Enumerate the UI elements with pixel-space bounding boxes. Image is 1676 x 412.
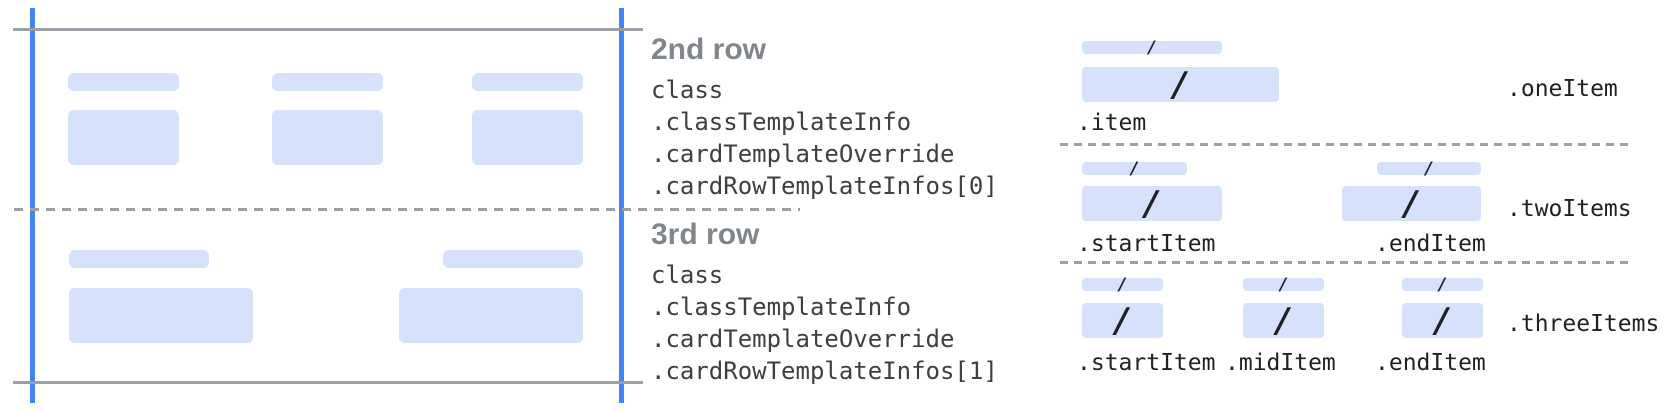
- row2-field1-label-placeholder: [68, 73, 179, 91]
- row2-field3-label-placeholder: [472, 73, 583, 91]
- code-line: .classTemplateInfo: [651, 293, 912, 321]
- three-items-layout-label: .threeItems: [1507, 311, 1660, 337]
- row-top-boundary-line: [13, 28, 643, 31]
- code-line: .cardTemplateOverride: [651, 325, 955, 353]
- layout-section-separator: [1060, 143, 1630, 146]
- one-item-label-bar: /: [1082, 39, 1222, 56]
- end-item-field-label: .endItem: [1375, 350, 1486, 376]
- code-line: .cardRowTemplateInfos[0]: [651, 172, 998, 200]
- three-items-mid-label-bar: /: [1243, 276, 1324, 293]
- card-right-guide-line: [619, 8, 624, 403]
- code-line: .cardTemplateOverride: [651, 140, 955, 168]
- one-item-value-bar: /: [1082, 67, 1279, 102]
- card-left-guide-line: [30, 8, 35, 403]
- end-item-field-label: .endItem: [1375, 231, 1486, 257]
- code-line: class: [651, 76, 724, 104]
- two-items-end-value-bar: /: [1342, 186, 1481, 221]
- code-line: class: [651, 261, 724, 289]
- row3-heading: 3rd row: [651, 218, 760, 251]
- row3-code-path: class .classTemplateInfo .cardTemplateOv…: [651, 259, 998, 387]
- two-items-layout-label: .twoItems: [1507, 196, 1632, 222]
- row3-field1-value-placeholder: [69, 288, 253, 343]
- two-items-end-label-bar: /: [1377, 160, 1481, 177]
- three-items-end-label-bar: /: [1402, 276, 1483, 293]
- code-line: .cardRowTemplateInfos[1]: [651, 357, 998, 385]
- row-divider-dashed-line: [14, 208, 800, 211]
- layout-section-separator: [1060, 261, 1630, 264]
- row2-code-path: class .classTemplateInfo .cardTemplateOv…: [651, 74, 998, 202]
- code-line: .classTemplateInfo: [651, 108, 912, 136]
- row2-field2-value-placeholder: [272, 110, 383, 165]
- row2-heading: 2nd row: [651, 33, 767, 66]
- one-item-layout-label: .oneItem: [1507, 76, 1618, 102]
- three-items-end-value-bar: /: [1402, 303, 1483, 338]
- two-items-start-value-bar: /: [1082, 186, 1222, 221]
- row2-field1-value-placeholder: [68, 110, 179, 165]
- row3-field1-label-placeholder: [69, 250, 209, 268]
- mid-item-field-label: .midItem: [1225, 350, 1336, 376]
- three-items-start-label-bar: /: [1082, 276, 1163, 293]
- three-items-mid-value-bar: /: [1243, 303, 1324, 338]
- row2-field3-value-placeholder: [472, 110, 583, 165]
- row3-field2-label-placeholder: [443, 250, 583, 268]
- row2-field2-label-placeholder: [272, 73, 383, 91]
- item-field-label: .item: [1077, 110, 1147, 136]
- three-items-start-value-bar: /: [1082, 303, 1163, 338]
- start-item-field-label: .startItem: [1077, 350, 1216, 376]
- row-bottom-boundary-line: [13, 381, 643, 384]
- two-items-start-label-bar: /: [1082, 160, 1187, 177]
- row3-field2-value-placeholder: [399, 288, 583, 343]
- start-item-field-label: .startItem: [1077, 231, 1216, 257]
